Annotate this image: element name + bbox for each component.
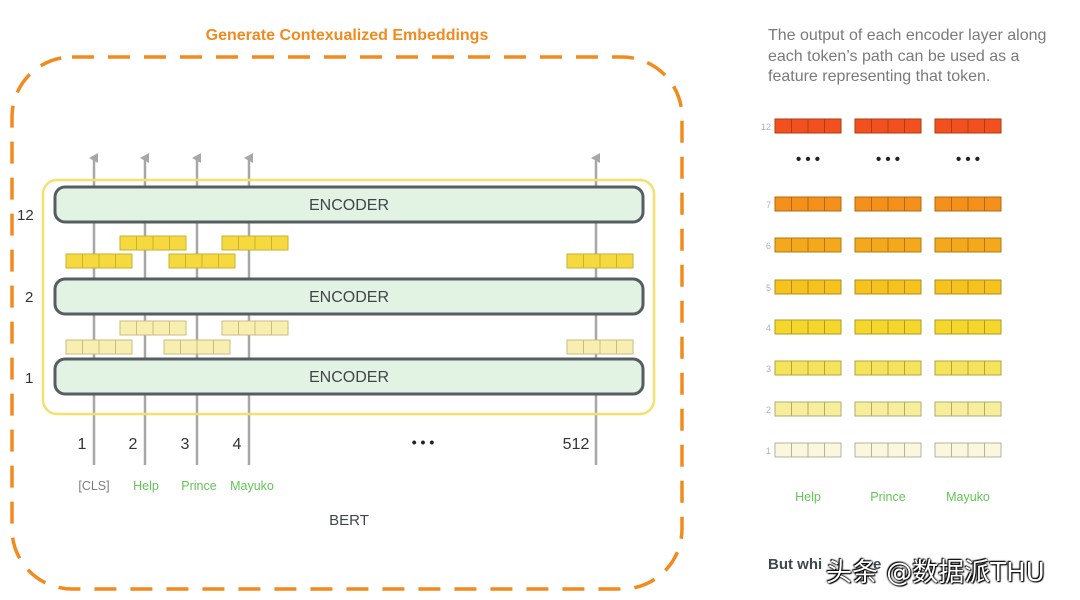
- side-vector-l5-mayuko: [934, 279, 1002, 295]
- side-layer-label-2: 2: [766, 405, 771, 415]
- vector-l2-512: [566, 253, 634, 269]
- side-layer-label-7: 7: [766, 200, 771, 210]
- side-vector-l3-help: [774, 360, 842, 376]
- side-vector-l3-prince: [854, 360, 922, 376]
- vector-l1-mayuko: [221, 320, 289, 336]
- side-vector-l1-mayuko: [934, 442, 1002, 458]
- side-bottom-text: But whi: [768, 556, 822, 573]
- side-vector-l2-mayuko: [934, 401, 1002, 417]
- encoder-block-1: ENCODER: [53, 357, 645, 396]
- side-vector-l12-prince: [854, 118, 922, 134]
- vector-l2-prince: [168, 253, 236, 269]
- side-layer-label-12: 12: [761, 122, 771, 132]
- outer-dashed-frame: [10, 55, 684, 591]
- layer-feature-grid: 12 7 6 5 4 3 2 1 • • • • • • • • •: [761, 118, 1002, 458]
- side-layer-label-6: 6: [766, 241, 771, 251]
- side-vector-l3-mayuko: [934, 360, 1002, 376]
- position-label-1: 1: [78, 436, 87, 453]
- side-description-line-1: The output of each encoder layer along: [768, 27, 1047, 44]
- encoder-block-2: ENCODER: [53, 277, 645, 316]
- side-vector-l7-prince: [854, 196, 922, 212]
- side-vector-l6-prince: [854, 237, 922, 253]
- encoder-label-12: ENCODER: [309, 197, 389, 214]
- watermark: 头条 @数据派THU: [826, 558, 1045, 588]
- position-label-512: 512: [563, 436, 590, 453]
- encoder-label-1: ENCODER: [309, 369, 389, 386]
- side-layer-label-5: 5: [766, 283, 771, 293]
- token-label-prince: Prince: [181, 479, 216, 493]
- side-token-label-prince: Prince: [870, 490, 905, 504]
- encoder-stack-highlight: [41, 178, 656, 416]
- model-label: BERT: [329, 512, 369, 529]
- side-vector-l12-help: [774, 118, 842, 134]
- vector-l2-mayuko: [221, 235, 289, 251]
- side-description-line-3: feature representing that token.: [768, 68, 991, 85]
- layer-label-12: 12: [17, 207, 34, 224]
- side-description: The output of each encoder layer along e…: [768, 26, 1073, 88]
- side-ellipsis-2: • • •: [876, 151, 900, 168]
- position-label-4: 4: [233, 436, 242, 453]
- side-vector-l4-prince: [854, 319, 922, 335]
- vector-l1-cls: [65, 339, 133, 355]
- position-labels: 1 2 3 4 • • • 512: [78, 434, 590, 453]
- token-label-cls: [CLS]: [78, 479, 109, 493]
- side-vector-l4-help: [774, 319, 842, 335]
- side-description-line-2: each token’s path can be used as a: [768, 47, 1020, 65]
- side-token-label-mayuko: Mayuko: [946, 490, 990, 504]
- token-labels: [CLS] Help Prince Mayuko: [78, 479, 274, 493]
- side-vector-l7-help: [774, 196, 842, 212]
- side-token-labels: Help Prince Mayuko: [795, 490, 990, 504]
- position-label-3: 3: [181, 436, 190, 453]
- vector-l1-help: [119, 320, 187, 336]
- side-vector-l5-prince: [854, 279, 922, 295]
- side-vector-l2-help: [774, 401, 842, 417]
- side-layer-label-1: 1: [766, 446, 771, 456]
- side-vector-l2-prince: [854, 401, 922, 417]
- side-bottom-text-tail: e: [873, 556, 881, 573]
- side-ellipsis-1: • • •: [796, 151, 820, 168]
- token-label-mayuko: Mayuko: [230, 479, 274, 493]
- side-layer-label-3: 3: [766, 364, 771, 374]
- position-ellipsis: • • •: [412, 434, 435, 450]
- embedding-vectors-layer2: [65, 235, 634, 269]
- token-label-help: Help: [133, 479, 159, 493]
- side-vector-l6-help: [774, 237, 842, 253]
- encoder-block-12: ENCODER: [53, 185, 645, 224]
- vector-l2-cls: [65, 253, 133, 269]
- side-vector-l6-mayuko: [934, 237, 1002, 253]
- side-layer-label-4: 4: [766, 323, 771, 333]
- vector-l2-help: [119, 235, 187, 251]
- encoder-label-2: ENCODER: [309, 289, 389, 306]
- side-vector-l7-mayuko: [934, 196, 1002, 212]
- side-vector-l1-prince: [854, 442, 922, 458]
- embedding-vectors-layer1: [65, 320, 634, 355]
- vector-l1-512: [566, 339, 634, 355]
- vector-l1-prince: [163, 339, 231, 355]
- layer-label-1: 1: [25, 370, 33, 387]
- side-token-label-help: Help: [795, 490, 821, 504]
- side-vector-l12-mayuko: [934, 118, 1002, 134]
- side-vector-l4-mayuko: [934, 319, 1002, 335]
- layer-label-2: 2: [25, 289, 33, 306]
- diagram-title: Generate Contexualized Embeddings: [206, 27, 489, 44]
- side-vector-l5-help: [774, 279, 842, 295]
- side-vector-l1-help: [774, 442, 842, 458]
- position-label-2: 2: [129, 436, 138, 453]
- side-ellipsis-3: • • •: [956, 151, 980, 168]
